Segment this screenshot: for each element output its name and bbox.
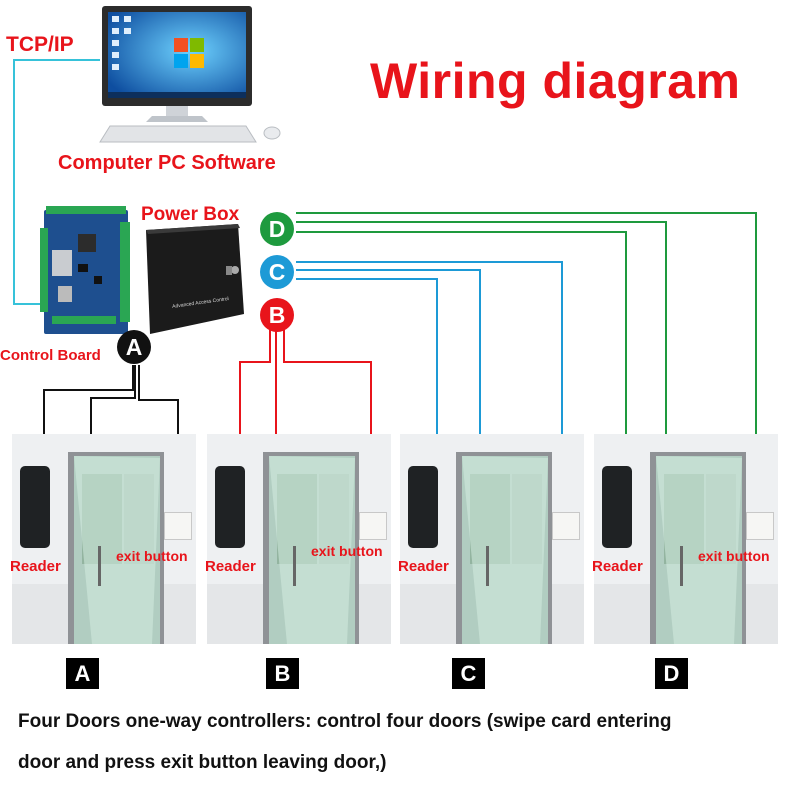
door-label-c: C [452,658,485,689]
wires-door-d [296,212,760,512]
exit-button-label: exit button [116,548,188,564]
door-label-a: A [66,658,99,689]
exit-button-icon [359,512,387,540]
wire-marker-d: D [260,212,294,246]
door-label-b: B [266,658,299,689]
reader-label: Reader [398,558,449,575]
card-reader-icon [602,466,632,548]
windows-logo-icon [174,38,204,68]
exit-button-icon [164,512,192,540]
exit-button-label: exit button [311,543,383,559]
exit-button-icon [746,512,774,540]
card-reader-icon [20,466,50,548]
computer-icon [99,6,281,143]
reader-label: Reader [205,558,256,575]
control-board-label: Control Board [0,347,101,364]
wire-marker-a: A [117,330,151,364]
power-box-icon [146,224,244,334]
card-reader-icon [408,466,438,548]
reader-label: Reader [10,558,61,575]
exit-button-icon [552,512,580,540]
power-box-label: Power Box [141,204,240,225]
wire-marker-c: C [260,255,294,289]
wire-marker-b: B [260,298,294,332]
computer-software-label: Computer PC Software [58,152,276,174]
control-board-icon [40,206,130,334]
exit-button-label: exit button [698,548,770,564]
tcp-ip-label: TCP/IP [6,33,74,56]
description-line-1: Four Doors one-way controllers: control … [18,711,672,732]
description-line-2: door and press exit button leaving door,… [18,752,387,773]
card-reader-icon [215,466,245,548]
reader-label: Reader [592,558,643,575]
tcp-ip-cable [13,59,100,305]
page-title: Wiring diagram [370,53,741,109]
door-label-d: D [655,658,688,689]
